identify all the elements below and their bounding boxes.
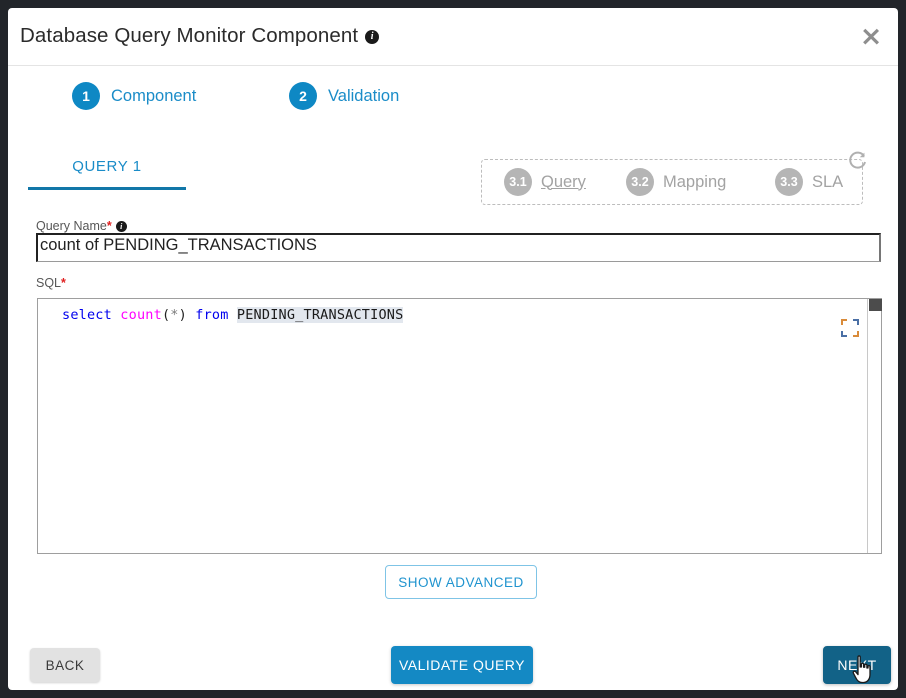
- substep-mapping-label: Mapping: [663, 172, 727, 191]
- step-component[interactable]: 1 Component: [72, 82, 196, 110]
- modal-header: Database Query Monitor Component i ×: [8, 8, 898, 66]
- sql-token-paren-close: ): [178, 307, 187, 323]
- step-validation-number: 2: [289, 82, 317, 110]
- substep-sla-label: SLA: [812, 172, 844, 191]
- sql-token-table: PENDING_TRANSACTIONS: [236, 307, 404, 323]
- close-icon[interactable]: ×: [859, 21, 883, 52]
- sql-token-space-2: [187, 307, 195, 323]
- query-name-required-marker: *: [106, 219, 112, 233]
- substep-group: 3.1 Query 3.2 Mapping 3.3 SLA: [481, 159, 863, 205]
- back-button[interactable]: BACK: [30, 648, 100, 682]
- step-validation-label: Validation: [328, 86, 400, 105]
- substep-query-label: Query: [541, 172, 586, 191]
- substep-sla[interactable]: 3.3 SLA: [775, 168, 843, 196]
- wizard-stepper: 1 Component 2 Validation 3.1 Query 3.2 M…: [8, 66, 898, 205]
- validate-query-button[interactable]: VALIDATE QUERY: [391, 646, 533, 684]
- fullscreen-icon[interactable]: [841, 319, 859, 337]
- page-title-text: Database Query Monitor Component: [20, 24, 359, 47]
- substep-mapping[interactable]: 3.2 Mapping: [626, 168, 726, 196]
- query-name-info-icon[interactable]: i: [115, 221, 127, 232]
- substep-query[interactable]: 3.1 Query: [504, 168, 586, 196]
- sql-required-marker: *: [61, 276, 66, 290]
- sql-label-text: SQL: [36, 276, 62, 290]
- step-component-label: Component: [111, 86, 197, 105]
- refresh-icon[interactable]: [846, 150, 868, 172]
- sql-token-space-3: [229, 307, 237, 323]
- query-name-input[interactable]: [36, 233, 881, 262]
- step-component-number: 1: [72, 82, 100, 110]
- sql-token-select: select: [62, 307, 112, 323]
- sql-token-paren-open: (: [161, 307, 171, 323]
- step-validation[interactable]: 2 Validation: [289, 82, 399, 110]
- modal-dialog: Database Query Monitor Component i × 1 Co…: [8, 8, 898, 690]
- sql-token-count: count: [120, 307, 162, 323]
- page-title: Database Query Monitor Component i: [20, 24, 380, 48]
- sql-editor-scrollbar[interactable]: [867, 299, 882, 553]
- sql-editor-code: select count(*) from PENDING_TRANSACTION…: [62, 307, 404, 323]
- sql-editor-scrollbar-thumb[interactable]: [869, 299, 882, 311]
- show-advanced-button[interactable]: SHOW ADVANCED: [385, 565, 537, 599]
- sql-editor[interactable]: select count(*) from PENDING_TRANSACTION…: [37, 298, 882, 554]
- query-name-label-text: Query Name: [36, 219, 107, 233]
- substep-mapping-number: 3.2: [626, 168, 654, 196]
- sql-token-star: *: [170, 307, 179, 323]
- query-name-label: Query Name*i: [36, 219, 127, 233]
- tab-query-1[interactable]: QUERY 1: [28, 154, 186, 190]
- query-tab-bar: QUERY 1: [28, 154, 878, 190]
- substep-sla-number: 3.3: [775, 168, 803, 196]
- sql-label: SQL*: [36, 276, 66, 290]
- substep-query-number: 3.1: [504, 168, 532, 196]
- next-button[interactable]: NEXT: [823, 646, 891, 684]
- sql-token-from: from: [195, 307, 229, 323]
- title-info-icon[interactable]: i: [365, 30, 380, 44]
